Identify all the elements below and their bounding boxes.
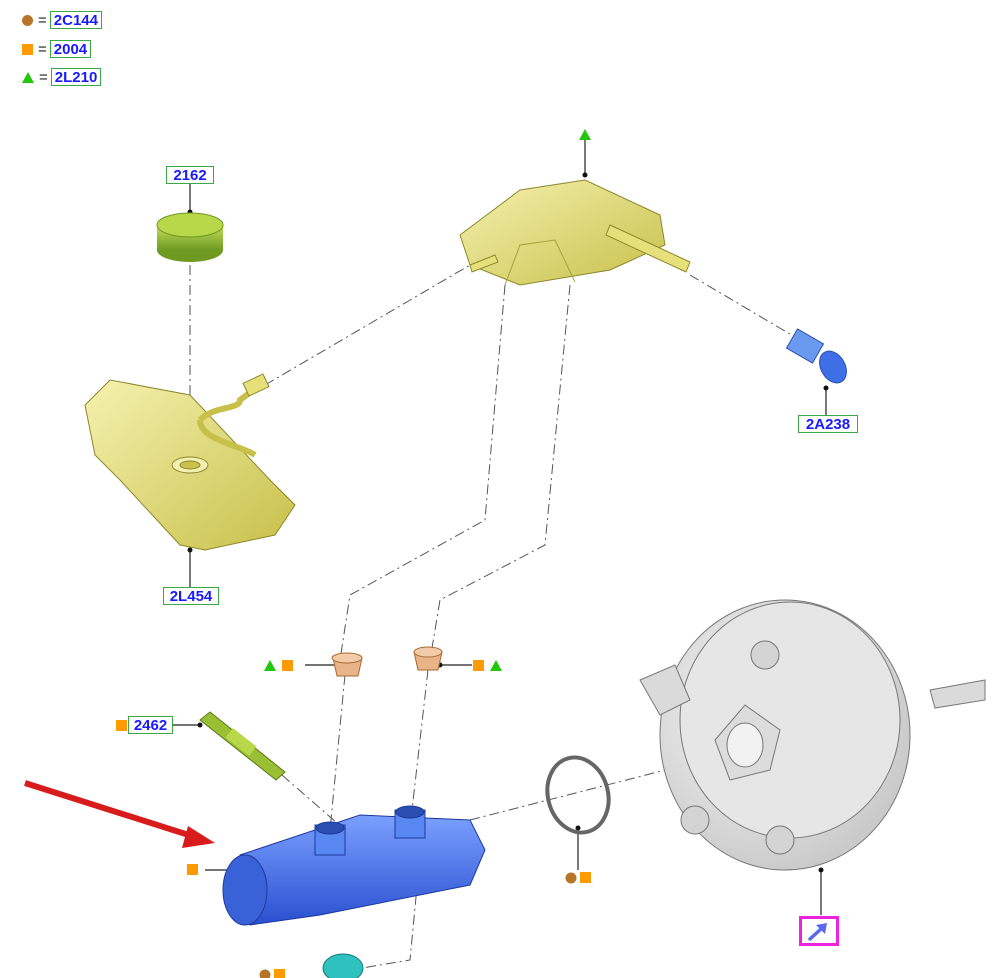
part-symbols [116,129,591,978]
external-link-button[interactable] [799,916,839,946]
reservoir-bushings [331,646,443,677]
circle-symbol-icon [22,14,33,26]
external-link-arrow-icon [808,923,827,941]
legend-equals: = [39,68,48,86]
square-symbol-icon [22,43,33,55]
red-arrow-icon [24,780,215,848]
assembly-lines [189,264,801,971]
o-ring [545,755,611,835]
callout-2462[interactable]: 2462 [128,716,173,734]
legend-row-circle: = 2C144 [22,11,102,29]
level-sensor [785,328,847,384]
callout-2l454[interactable]: 2L454 [163,587,219,605]
triangle-symbol-icon [22,71,34,83]
legend-code-2l210[interactable]: 2L210 [50,68,102,86]
lower-reservoir [84,373,296,551]
master-cylinder [222,805,486,926]
legend-code-2004[interactable]: 2004 [49,40,92,58]
legend-row-triangle: = 2L210 [22,68,102,86]
upper-reservoir [459,179,691,286]
callout-2a238[interactable]: 2A238 [798,415,858,433]
legend-equals: = [38,11,47,29]
callout-2162[interactable]: 2162 [166,166,214,184]
reservoir-cap [156,212,224,262]
push-pin [199,711,286,781]
legend-code-2c144[interactable]: 2C144 [49,11,102,29]
legend-equals: = [38,40,47,58]
brake-booster [639,599,986,871]
teal-fitting [322,953,364,978]
legend-row-square: = 2004 [22,40,92,58]
